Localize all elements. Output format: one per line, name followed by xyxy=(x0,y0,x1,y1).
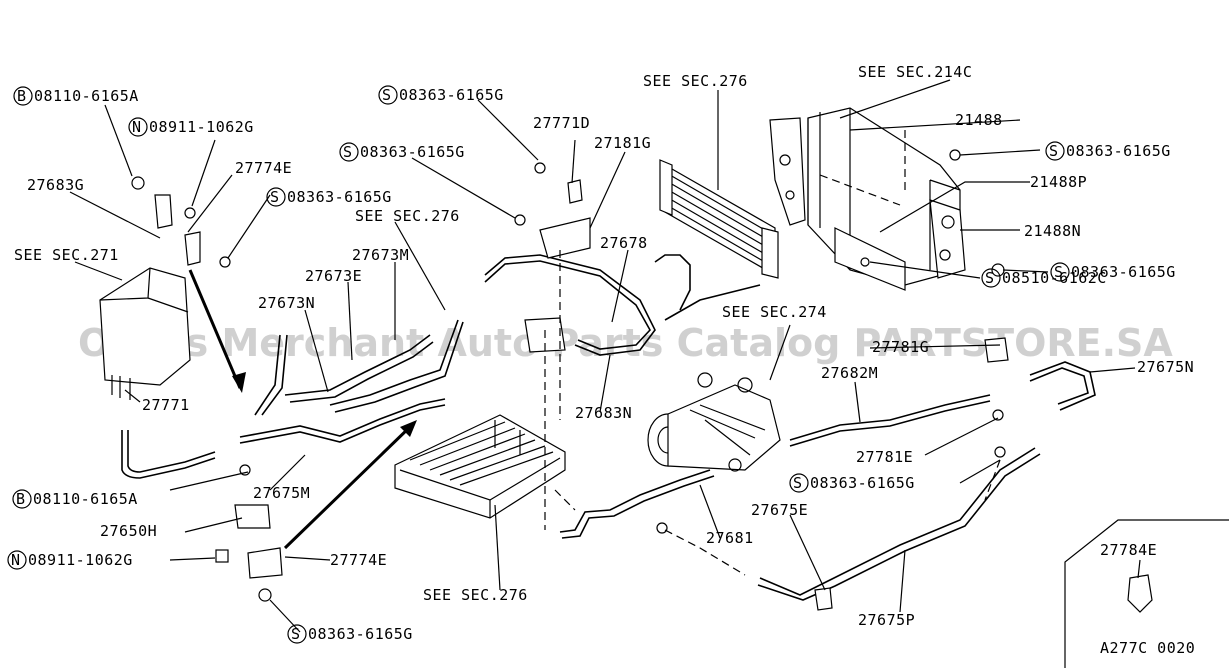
prefix-s-bot: S xyxy=(291,625,301,643)
label-see-sec-214c: SEE SEC.214C xyxy=(858,63,972,81)
label-27675n: 27675N xyxy=(1137,358,1194,376)
prefix-n-bot: N xyxy=(11,551,21,569)
prefix-s-left: S xyxy=(270,188,280,206)
label-21488: 21488 xyxy=(955,111,1003,129)
inset-frame xyxy=(1064,519,1229,668)
prefix-s-right3: S xyxy=(793,474,803,492)
direction-arrows xyxy=(188,269,417,550)
label-see-sec-274: SEE SEC.274 xyxy=(722,303,827,321)
prefix-s-08510: S xyxy=(985,269,995,287)
label-27774e-bot: 27774E xyxy=(330,551,387,569)
label-08363-6165g-left: 08363-6165G xyxy=(287,188,392,206)
part-labels: 08110-6165A 08911-1062G 27774E 27683G 08… xyxy=(14,63,1195,657)
label-21488n: 21488N xyxy=(1024,222,1081,240)
label-21488p: 21488P xyxy=(1030,173,1087,191)
label-see-sec-271: SEE SEC.271 xyxy=(14,246,119,264)
label-see-sec-276-bot: SEE SEC.276 xyxy=(423,586,528,604)
prefix-s-mid: S xyxy=(343,143,353,161)
label-27673m: 27673M xyxy=(352,246,409,264)
compressor-component xyxy=(647,372,781,472)
fan-cover-component xyxy=(99,267,191,400)
label-27181g: 27181G xyxy=(594,134,651,152)
label-08911-1062g-top: 08911-1062G xyxy=(149,118,254,136)
label-08110-6165a-bot: 08110-6165A xyxy=(33,490,138,508)
hose-lines xyxy=(121,254,1096,601)
label-08911-1062g-bot: 08911-1062G xyxy=(28,551,133,569)
condenser-component xyxy=(659,159,779,279)
label-27781g: 27781G xyxy=(872,338,929,356)
label-08110-6165a-top: 08110-6165A xyxy=(34,87,139,105)
prefix-symbols: B N S S S S S S B N S S xyxy=(7,85,1070,644)
label-27675m: 27675M xyxy=(253,484,310,502)
radiator-component xyxy=(394,414,566,519)
label-27673n: 27673N xyxy=(258,294,315,312)
label-27675e: 27675E xyxy=(751,501,808,519)
label-27774e-top: 27774E xyxy=(235,159,292,177)
label-27683g: 27683G xyxy=(27,176,84,194)
label-08363-6165g-right2: 08363-6165G xyxy=(1071,263,1176,281)
label-27678: 27678 xyxy=(600,234,648,252)
label-08363-6165g-right1: 08363-6165G xyxy=(1066,142,1171,160)
label-27673e: 27673E xyxy=(305,267,362,285)
watermark-text: Offers Merchant Auto Parts Catalog PARTS… xyxy=(78,321,1173,365)
label-27682m: 27682M xyxy=(821,364,878,382)
label-27650h: 27650H xyxy=(100,522,157,540)
label-27784e: 27784E xyxy=(1100,541,1157,559)
prefix-b-bot: B xyxy=(16,490,26,508)
label-27681: 27681 xyxy=(706,529,754,547)
label-08510-6162c: 08510-6162C xyxy=(1002,269,1107,287)
prefix-s-right2: S xyxy=(1054,263,1064,281)
label-08363-6165g-right3: 08363-6165G xyxy=(810,474,915,492)
label-27683n: 27683N xyxy=(575,404,632,422)
figure-code: A277C 0020 xyxy=(1100,639,1195,657)
evaporator-unit-component xyxy=(769,107,966,291)
leader-lines xyxy=(69,79,1141,633)
dashed-reference-lines xyxy=(544,130,1001,576)
label-27771: 27771 xyxy=(142,396,190,414)
prefix-n-top: N xyxy=(132,118,142,136)
label-08363-6165g-topmid: 08363-6165G xyxy=(399,86,504,104)
prefix-s-right1: S xyxy=(1049,142,1059,160)
label-27771d: 27771D xyxy=(533,114,590,132)
label-27675p: 27675P xyxy=(858,611,915,629)
prefix-s-topmid: S xyxy=(382,86,392,104)
label-08363-6165g-bot: 08363-6165G xyxy=(308,625,413,643)
label-27781e: 27781E xyxy=(856,448,913,466)
label-see-sec-276-left: SEE SEC.276 xyxy=(355,207,460,225)
prefix-b-top: B xyxy=(17,87,27,105)
label-see-sec-276-top: SEE SEC.276 xyxy=(643,72,748,90)
label-08363-6165g-mid: 08363-6165G xyxy=(360,143,465,161)
